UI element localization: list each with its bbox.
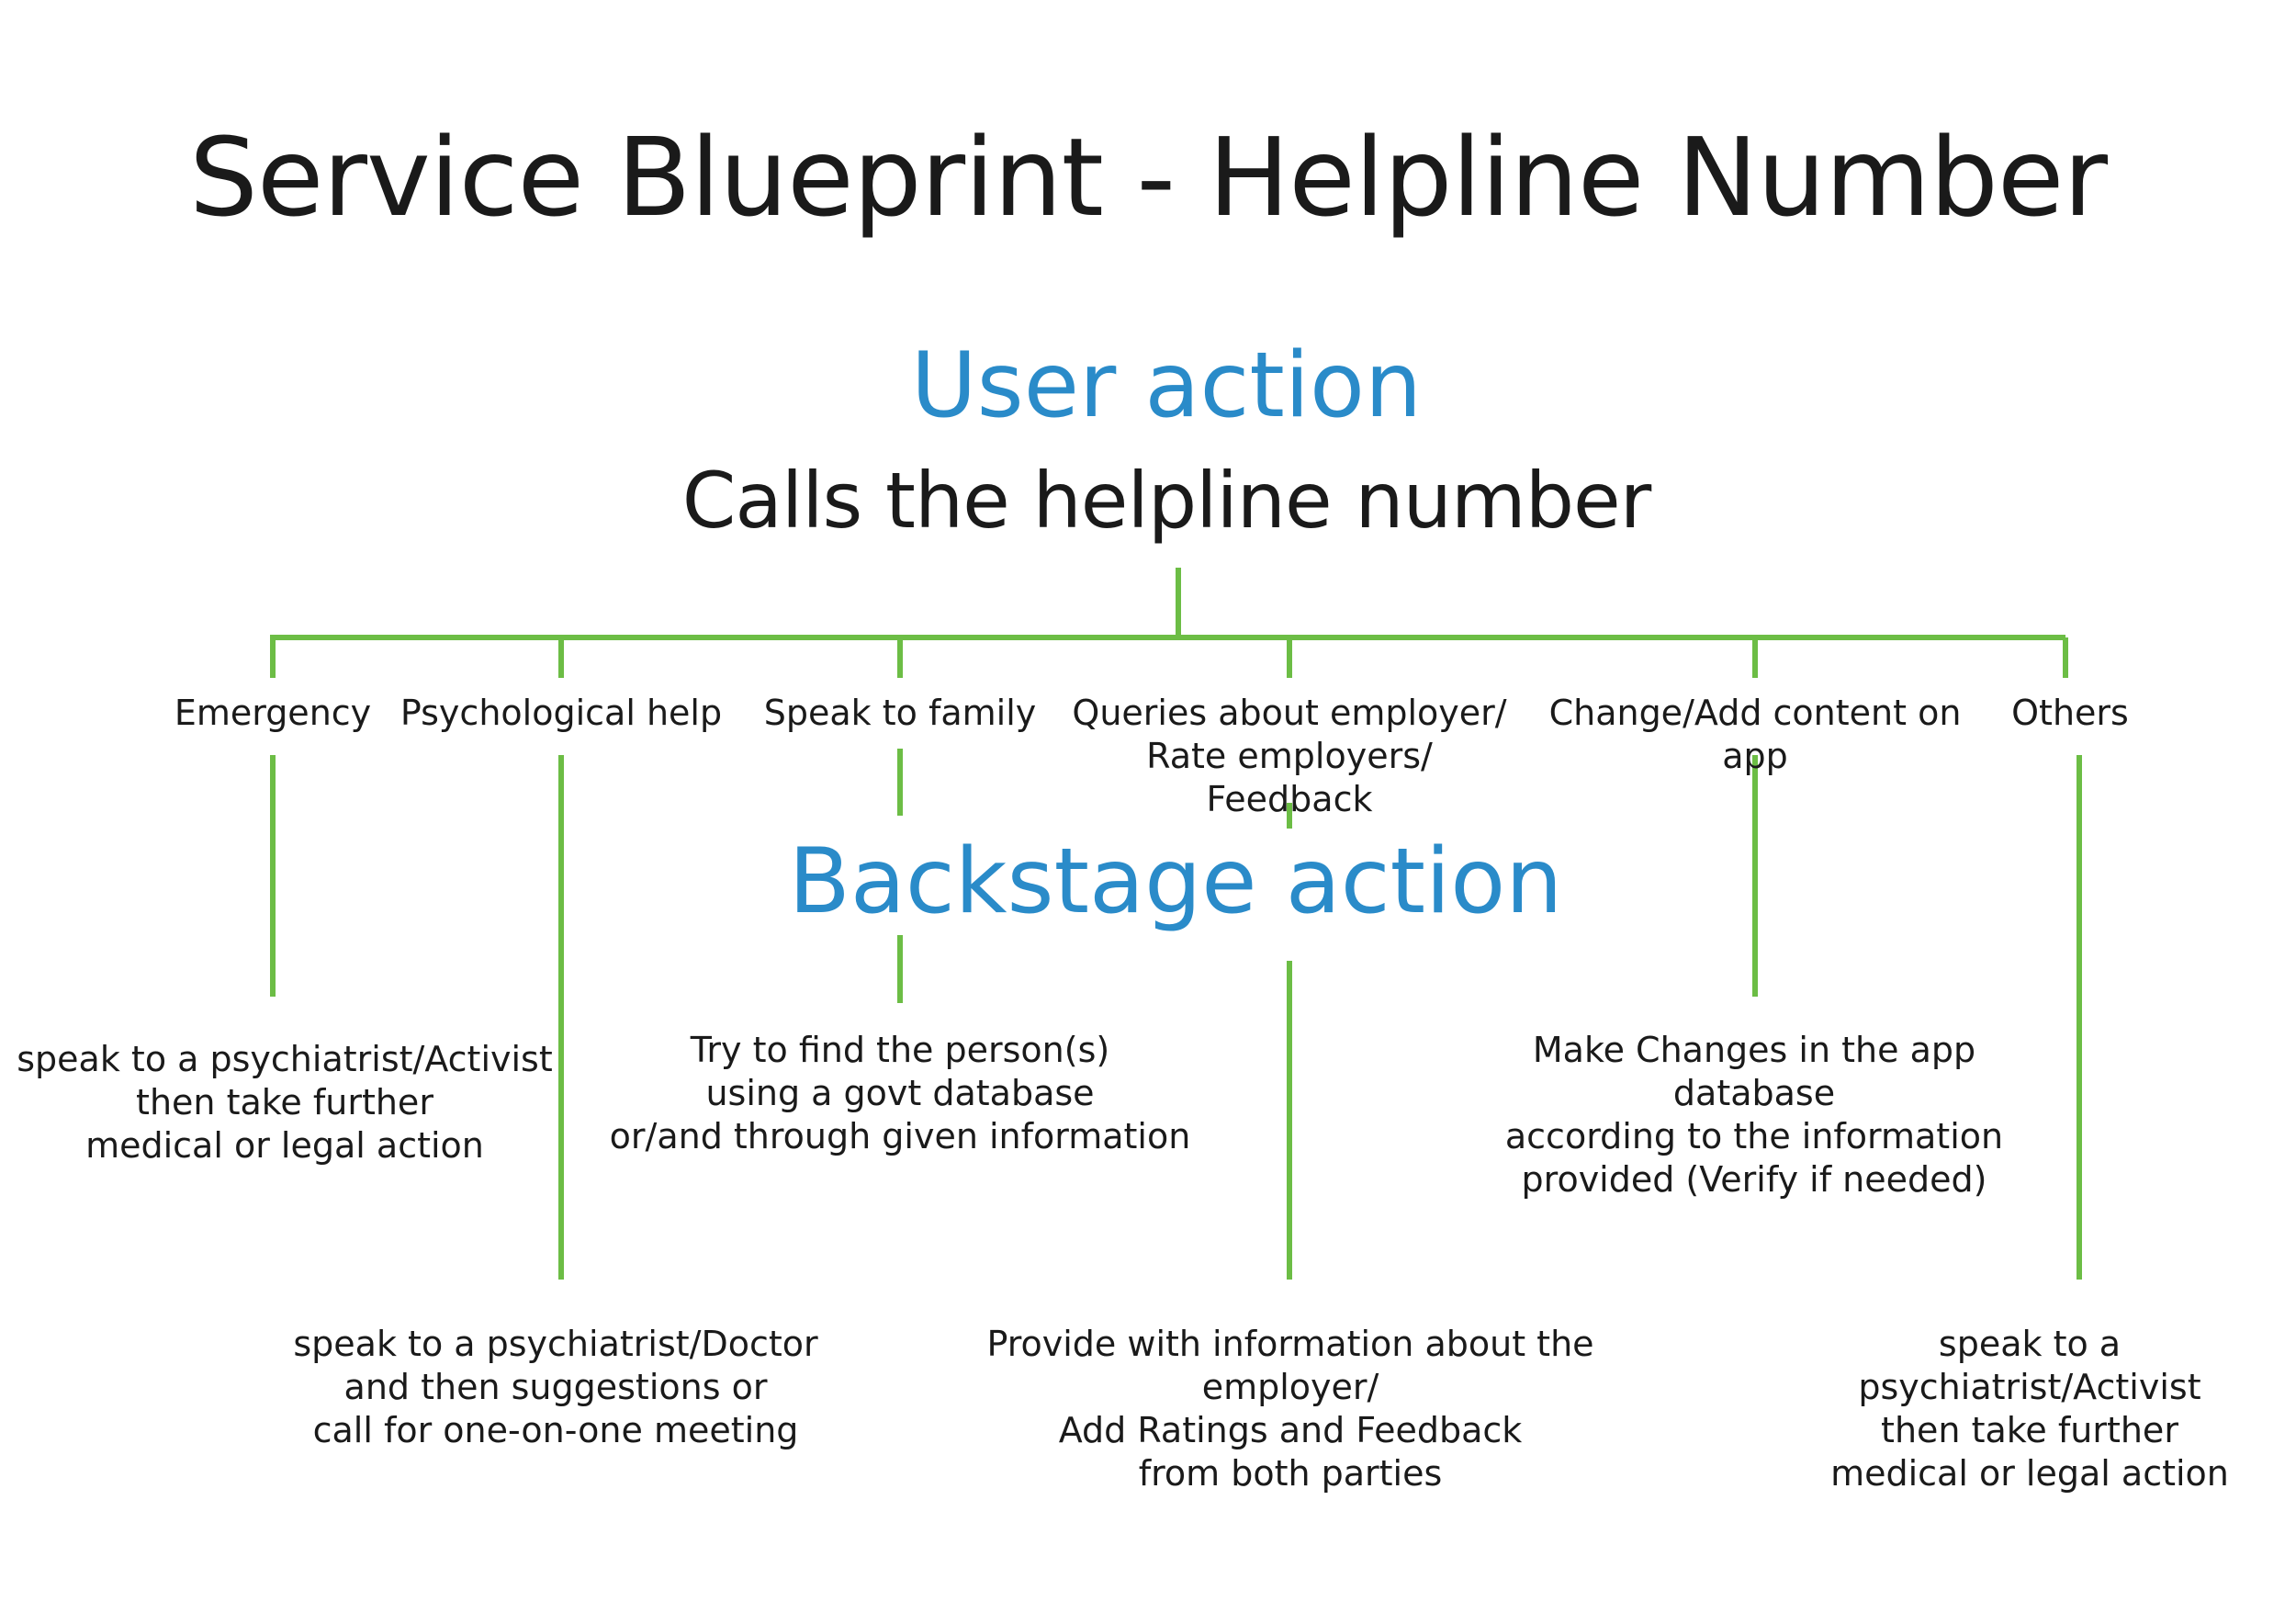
branch-label-change-content: Change/Add content on app xyxy=(1548,693,1962,776)
branch-label-queries-employer: Queries about employer/ Rate employers/ … xyxy=(1072,693,1507,819)
outcome-psychological-help: speak to a psychiatrist/Doctor and then … xyxy=(293,1324,818,1450)
user-action-text: Calls the helpline number xyxy=(681,456,1652,546)
outcome-queries-employer: Provide with information about the emplo… xyxy=(986,1324,1594,1494)
outcome-speak-to-family: Try to find the person(s) using a govt d… xyxy=(609,1030,1191,1156)
outcome-emergency: speak to a psychiatrist/Activist then ta… xyxy=(17,1039,553,1166)
outcome-change-content: Make Changes in the app database accordi… xyxy=(1504,1030,2004,1200)
page-title: Service Blueprint - Helpline Number xyxy=(188,114,2108,241)
branch-label-psychological-help: Psychological help xyxy=(400,693,723,733)
outcome-others: speak to a psychiatrist/Activist then ta… xyxy=(1830,1324,2229,1494)
branch-label-speak-to-family: Speak to family xyxy=(763,693,1037,733)
backstage-action-heading: Backstage action xyxy=(788,829,1563,934)
branch-label-others: Others xyxy=(2011,693,2129,733)
branch-label-emergency: Emergency xyxy=(174,693,372,733)
user-action-heading: User action xyxy=(910,333,1423,438)
